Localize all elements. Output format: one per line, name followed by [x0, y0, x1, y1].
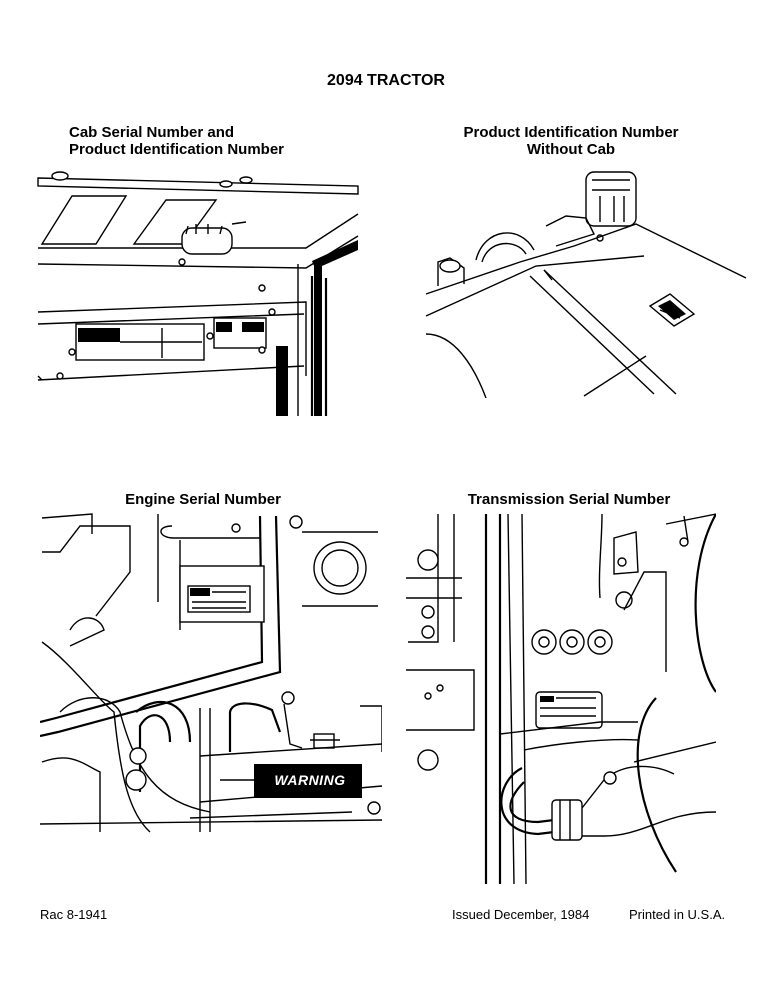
caption-line: Product Identification Number	[463, 124, 679, 141]
issued-date: Issued December, 1984	[452, 907, 590, 922]
caption-line: Without Cab	[526, 141, 616, 158]
warning-decal-label: WARNING	[274, 772, 346, 788]
caption-transmission-serial: Transmission Serial Number	[467, 491, 671, 508]
cab-serial-illustration	[36, 166, 366, 418]
document-number: Rac 8-1941	[40, 907, 108, 922]
caption-pin-without-cab: Product Identification Number Without Ca…	[430, 124, 712, 158]
caption-engine-serial: Engine Serial Number	[125, 491, 281, 508]
caption-cab-serial: Cab Serial Number and Product Identifica…	[69, 124, 284, 158]
engine-serial-illustration: WARNING	[40, 512, 382, 836]
pin-without-cab-illustration	[424, 166, 748, 398]
printed-in: Printed in U.S.A.	[629, 907, 726, 922]
caption-line: Cab Serial Number and	[69, 124, 235, 141]
transmission-serial-illustration	[404, 512, 716, 884]
caption-line: Product Identification Number	[69, 141, 285, 158]
page-title: 2094 TRACTOR	[327, 72, 445, 89]
